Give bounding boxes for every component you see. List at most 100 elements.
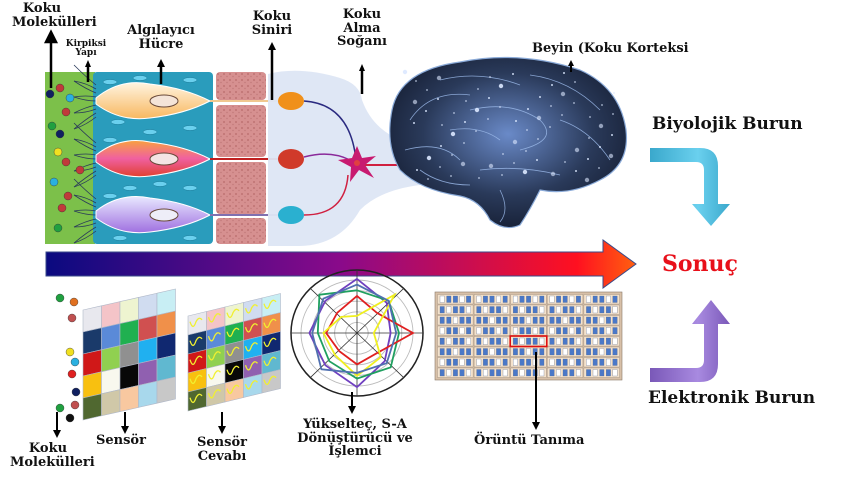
sensor-cell [119,319,139,346]
sensor-response-wave [244,361,259,371]
pattern-bit [586,358,591,366]
brain-gyrus [559,119,611,161]
odor-molecules-top [45,83,85,233]
pattern-bit [569,327,575,335]
brain-light [522,169,528,175]
brain-light [477,88,479,90]
cilium [73,222,97,228]
pattern-bit [489,348,495,356]
odor-molecule [61,107,71,117]
callout-arrows-top [43,29,574,100]
pattern-bit [539,306,545,314]
sensor-array [82,288,176,421]
brain-light [536,159,538,161]
brain-light [613,92,615,94]
pattern-bit [556,306,561,314]
cilium [73,194,97,208]
pattern-bit [549,358,555,366]
pattern-bit [606,295,611,303]
olfactory-bulb [268,70,420,246]
pattern-bit [459,316,465,324]
sensor-cell [119,363,139,390]
pattern-bit [519,327,525,335]
pattern-bit [483,306,488,314]
pattern-bit [576,337,581,345]
sensor-cell [156,354,176,382]
odor-molecule [55,129,65,139]
pattern-bit [502,306,508,314]
epithelium-oval [112,235,128,241]
brain-light [453,112,455,114]
pattern-bit [576,316,581,324]
epithelium-oval [102,193,118,199]
pattern-bit [439,306,445,314]
odor-molecule [55,403,65,413]
brain-light [512,139,518,145]
brain-light [487,118,489,120]
sensor-cell [156,310,176,338]
brain-light [601,104,603,106]
pattern-bit [476,295,482,303]
processor-line-3: İşlemci [328,444,382,460]
brain-light [564,161,566,163]
sensor-cell [119,385,139,412]
pattern-bit [599,369,605,377]
brain-light [440,145,442,147]
tissue-block [216,72,266,100]
sensor-cell [82,327,102,355]
odor-molecule [71,387,81,397]
pattern-bit [562,337,568,345]
sensor-cell [119,297,139,324]
processor-line-1: Yükselteç, S-A [303,417,407,432]
pattern-bit [519,316,525,324]
mucus-layer [45,72,95,244]
pattern-bit [606,327,611,335]
brain-light [498,83,504,89]
pattern-bit [612,316,618,324]
pattern-bit [606,316,611,324]
label-olfactory-nerve: Koku Siniri [251,9,293,38]
brain-light [412,99,418,105]
sensor-response-wave [263,337,277,348]
brain-light [513,162,515,164]
pattern-bit [459,306,465,314]
pattern-bit [569,358,575,366]
pattern-bit [459,348,465,356]
pattern-bit [606,369,611,377]
pattern-bit [466,327,471,335]
brain-light [502,153,504,155]
radar-chart [290,269,424,397]
odor-molecule [53,223,63,233]
pattern-bit [439,348,445,356]
sensor-response-wave [189,336,203,347]
pattern-bit [446,295,452,303]
brain-light [437,98,439,100]
pattern-bit [592,369,598,377]
pattern-bit [612,306,618,314]
pattern-bit [513,348,518,356]
pattern-bit [466,337,471,345]
pattern-bit [576,358,581,366]
brain-light [536,115,542,121]
cilium [73,218,97,228]
brain-gyrus [499,189,506,223]
odor-molecules-text: Koku Molekülleri [12,1,97,30]
sensor-response-wave [207,313,222,323]
pattern-bit [586,369,591,377]
pattern-bit [476,369,482,377]
pattern-bit [592,306,598,314]
odor-molecule [70,400,80,410]
pattern-bit [519,295,525,303]
pattern-bit [502,358,508,366]
pattern-bit [446,337,452,345]
pattern-bit [519,337,525,345]
pattern-bit [476,327,482,335]
cilium [73,230,97,244]
odor-molecule [55,293,65,303]
bio-result-arrow [650,148,730,226]
label-olfactory-bulb: Koku Alma Soğanı [337,7,387,50]
pattern-bit [606,306,611,314]
pattern-bit [539,358,545,366]
pattern-bit [476,306,482,314]
brain-light [465,100,467,102]
